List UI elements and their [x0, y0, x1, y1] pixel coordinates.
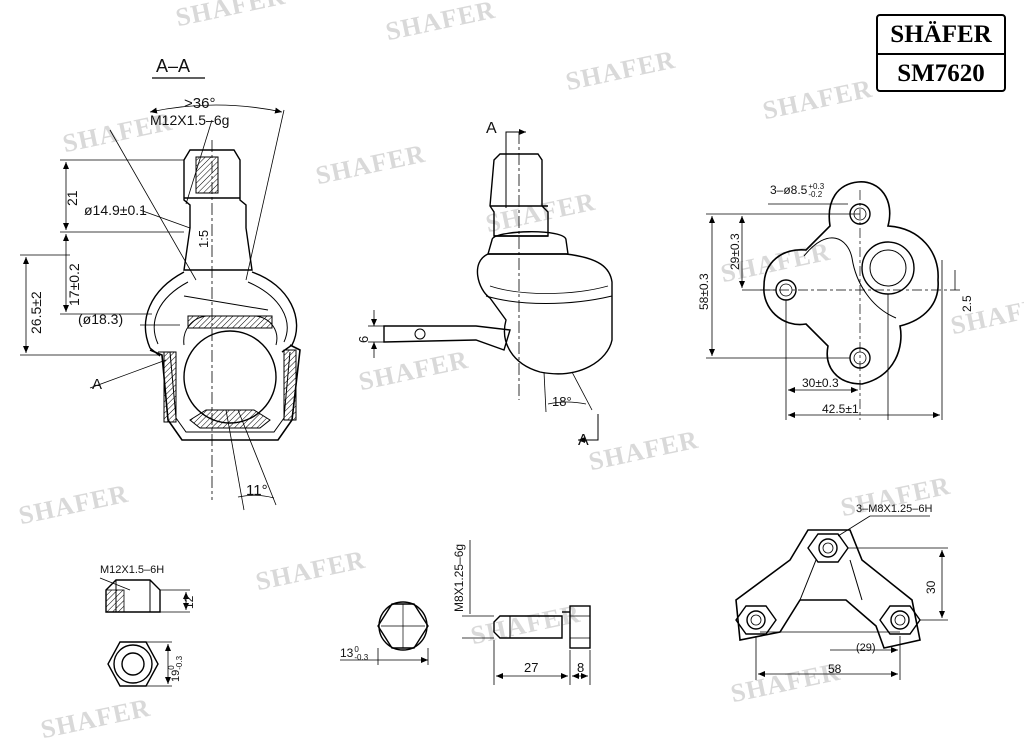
bolt-head-value: 13 [340, 646, 354, 661]
nut-view [99, 577, 190, 687]
nut-af-value: 19 [169, 669, 182, 682]
nut-tolerance: 0-0.3 [167, 655, 184, 670]
flange-holes-text: 3–ø8.5 [770, 183, 808, 198]
brand-box: SHÄFER SM7620 [876, 14, 1006, 92]
part-number: SM7620 [897, 59, 985, 87]
nut-tol-lower: -0.3 [175, 655, 184, 670]
section-label: A [92, 376, 103, 393]
section-view [20, 77, 301, 511]
stud-d2: (ø18.3) [78, 311, 124, 327]
stud-taper: 1:5 [196, 229, 211, 248]
bracket-spacing: (29) [856, 642, 876, 654]
arrow-label-bottom: A [578, 432, 589, 449]
flange-hole-tolerance: +0.3-0.2 [808, 183, 824, 199]
stud-thread: M12X1.5–6g [150, 112, 230, 128]
bolt-view [340, 540, 591, 685]
bracket-holes: 3–M8X1.25–6H [856, 503, 933, 515]
flange-hole-tol-lower: -0.2 [808, 190, 823, 199]
bolt-tol-upper: 0 [354, 645, 359, 654]
section-angle-top: >36° [184, 95, 216, 112]
flange-height: 58±0.3 [697, 273, 711, 310]
stud-h2: 17±0.2 [66, 263, 82, 306]
bracket-height: 30 [924, 580, 938, 594]
flange-offset-h: 30±0.3 [802, 376, 839, 390]
bracket-width: 58 [828, 662, 842, 676]
brand-name: SHÄFER [878, 16, 1004, 55]
bolt-thread: M8X1.25–6g [452, 543, 466, 612]
stud-h3: 26.5±2 [28, 291, 44, 334]
bracket-view [735, 515, 948, 680]
flange-view [706, 181, 960, 420]
flange-holes: 3–ø8.5+0.3-0.2 [770, 183, 824, 199]
bolt-head-height: 8 [577, 660, 585, 675]
side-angle: 18° [552, 394, 572, 409]
arm-thickness: 6 [356, 335, 371, 343]
flange-offset-v: 29±0.3 [728, 233, 742, 270]
arrow-label-top: A [486, 120, 497, 137]
flange-gap: 2.5 [960, 295, 974, 312]
flange-hole-tol-upper: +0.3 [808, 182, 825, 191]
stud-h1: 21 [64, 190, 80, 206]
section-title: A–A [156, 56, 191, 76]
section-angle-bottom: 11° [246, 482, 268, 499]
nut-thread: M12X1.5–6H [100, 564, 165, 576]
side-view [368, 129, 613, 443]
bolt-tol-lower: -0.3 [354, 653, 369, 662]
bolt-tolerance: 0-0.3 [354, 646, 368, 662]
flange-width: 42.5±1 [822, 402, 859, 416]
nut-height: 12 [182, 595, 196, 609]
stud-d1: ø14.9±0.1 [84, 202, 147, 218]
bolt-length: 27 [524, 660, 539, 675]
